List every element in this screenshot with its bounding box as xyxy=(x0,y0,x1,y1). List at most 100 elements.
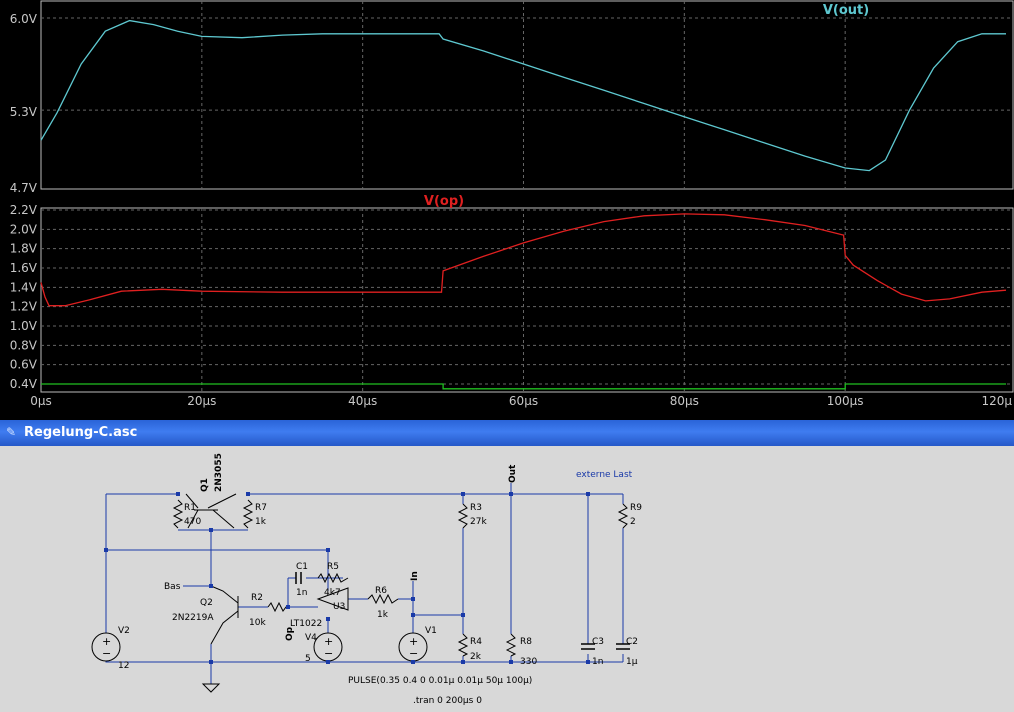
label-v2-ref[interactable]: V2 xyxy=(118,626,130,636)
transistor-q1 xyxy=(185,493,237,529)
top-plot-pane[interactable] xyxy=(40,0,1014,190)
trace-pulse[interactable] xyxy=(41,383,1006,390)
capacitor-c1 xyxy=(295,572,302,584)
label-q1-value[interactable]: 2N3055 xyxy=(214,453,224,492)
waveform-viewer[interactable]: 6.0V 5.3V 4.7V 2.2V2.0V1.8V1.6V1.4V1.2V1… xyxy=(0,0,1014,420)
y-tick-label: 1.0V xyxy=(10,319,38,333)
label-c2-value[interactable]: 1µ xyxy=(626,657,638,667)
label-r6-value[interactable]: 1k xyxy=(377,610,389,620)
svg-text:+: + xyxy=(409,635,418,648)
svg-text:−: − xyxy=(409,647,418,660)
label-r6-ref[interactable]: R6 xyxy=(375,586,387,596)
label-c1-value[interactable]: 1n xyxy=(296,588,307,598)
note-external-load[interactable]: externe Last xyxy=(576,470,633,480)
schematic-window-title: Regelung-C.asc xyxy=(24,425,138,440)
trace-label-vop[interactable]: V(op) xyxy=(424,194,464,209)
opamp-u3 xyxy=(316,587,349,611)
label-r3-value[interactable]: 27k xyxy=(470,517,487,527)
x-tick-label: 60µs xyxy=(509,394,538,408)
y-tick-label: 1.6V xyxy=(10,261,38,275)
label-r9-value[interactable]: 2 xyxy=(630,517,636,527)
net-label-in[interactable]: In xyxy=(410,571,420,581)
x-tick-label: 0µs xyxy=(30,394,52,408)
resistor-r2 xyxy=(267,601,288,613)
label-r7-ref[interactable]: R7 xyxy=(255,503,267,513)
schematic-canvas[interactable]: +− +− +− Q1 2N3055 R1 470 R7 1k R3 27k R… xyxy=(8,448,1014,712)
label-q1-ref[interactable]: Q1 xyxy=(200,478,210,492)
label-u3-ref[interactable]: U3 xyxy=(333,602,345,612)
y-tick-label: 2.2V xyxy=(10,203,38,217)
plot-grid xyxy=(41,1,1013,392)
net-label-bas[interactable]: Bas xyxy=(164,582,181,592)
label-v2-value[interactable]: 12 xyxy=(118,661,129,671)
trace-vop[interactable] xyxy=(40,213,1007,307)
resistor-r1 xyxy=(172,499,184,529)
label-v1-ref[interactable]: V1 xyxy=(425,626,437,636)
source-polarity: +− +− +− xyxy=(102,635,418,660)
resistor-r8 xyxy=(505,633,517,657)
x-tick-label: 80µs xyxy=(670,394,699,408)
y-tick-label: 0.6V xyxy=(10,358,38,372)
voltage-source-v2 xyxy=(91,632,121,662)
directive-tran[interactable]: .tran 0 200µs 0 xyxy=(413,696,482,706)
label-r1-value[interactable]: 470 xyxy=(184,517,201,527)
bottom-plot-pane[interactable] xyxy=(40,207,1014,393)
label-r3-ref[interactable]: R3 xyxy=(470,503,482,513)
label-c3-ref[interactable]: C3 xyxy=(592,637,604,647)
capacitor-c2 xyxy=(616,643,630,650)
resistor-r5 xyxy=(317,572,349,584)
svg-text:−: − xyxy=(102,647,111,660)
label-v4-ref[interactable]: V4 xyxy=(305,633,317,643)
resistor-r7 xyxy=(242,499,254,529)
label-c3-value[interactable]: 1n xyxy=(592,657,603,667)
label-c1-ref[interactable]: C1 xyxy=(296,562,308,572)
label-r8-value[interactable]: 330 xyxy=(520,657,537,667)
label-r2-ref[interactable]: R2 xyxy=(251,593,263,603)
resistor-r4 xyxy=(457,633,469,657)
label-r5-value[interactable]: 4k7 xyxy=(324,588,341,598)
bottom-y-ticks: 2.2V2.0V1.8V1.6V1.4V1.2V1.0V0.8V0.6V0.4V xyxy=(10,203,38,391)
schematic-window-titlebar[interactable]: ✎ Regelung-C.asc xyxy=(0,420,1014,446)
label-r1-ref[interactable]: R1 xyxy=(184,503,196,513)
svg-text:+: + xyxy=(102,635,111,648)
resistor-r9 xyxy=(617,503,629,529)
directive-pulse[interactable]: PULSE(0.35 0.4 0 0.01µ 0.01µ 50µ 100µ) xyxy=(348,676,532,686)
label-r5-ref[interactable]: R5 xyxy=(327,562,339,572)
trace-vout[interactable] xyxy=(40,19,1006,172)
label-r9-ref[interactable]: R9 xyxy=(630,503,642,513)
label-r4-value[interactable]: 2k xyxy=(470,652,482,662)
resistor-r3 xyxy=(457,503,469,529)
y-tick-label: 2.0V xyxy=(10,222,38,236)
label-v4-value[interactable]: 5 xyxy=(305,654,311,664)
label-q2-value[interactable]: 2N2219A xyxy=(172,613,214,623)
x-tick-label: 100µs xyxy=(827,394,864,408)
label-r7-value[interactable]: 1k xyxy=(255,517,267,527)
y-tick-label: 4.7V xyxy=(10,181,38,195)
label-r8-ref[interactable]: R8 xyxy=(520,637,532,647)
y-tick-label: 0.4V xyxy=(10,377,38,391)
y-tick-label: 1.8V xyxy=(10,242,38,256)
x-tick-label: 120µ xyxy=(981,394,1012,408)
label-u3-value[interactable]: LT1022 xyxy=(290,619,322,629)
schematic-window-icon: ✎ xyxy=(6,425,17,439)
trace-label-vout[interactable]: V(out) xyxy=(823,3,869,18)
label-r2-value[interactable]: 10k xyxy=(249,618,266,628)
label-c2-ref[interactable]: C2 xyxy=(626,637,638,647)
capacitors xyxy=(295,572,630,650)
schematic-area[interactable]: +− +− +− Q1 2N3055 R1 470 R7 1k R3 27k R… xyxy=(0,446,1014,712)
net-label-op[interactable]: Op xyxy=(285,626,295,641)
label-q2-ref[interactable]: Q2 xyxy=(200,598,213,608)
svg-text:+: + xyxy=(324,635,333,648)
x-tick-label: 40µs xyxy=(348,394,377,408)
label-r4-ref[interactable]: R4 xyxy=(470,637,482,647)
y-tick-label: 5.3V xyxy=(10,105,38,119)
traces xyxy=(40,19,1007,390)
y-tick-label: 6.0V xyxy=(10,12,38,26)
svg-text:−: − xyxy=(324,647,333,660)
net-label-out[interactable]: Out xyxy=(508,464,518,483)
wires xyxy=(105,483,624,684)
y-tick-label: 0.8V xyxy=(10,338,38,352)
ground-symbol xyxy=(201,683,221,693)
resistors xyxy=(172,499,629,657)
